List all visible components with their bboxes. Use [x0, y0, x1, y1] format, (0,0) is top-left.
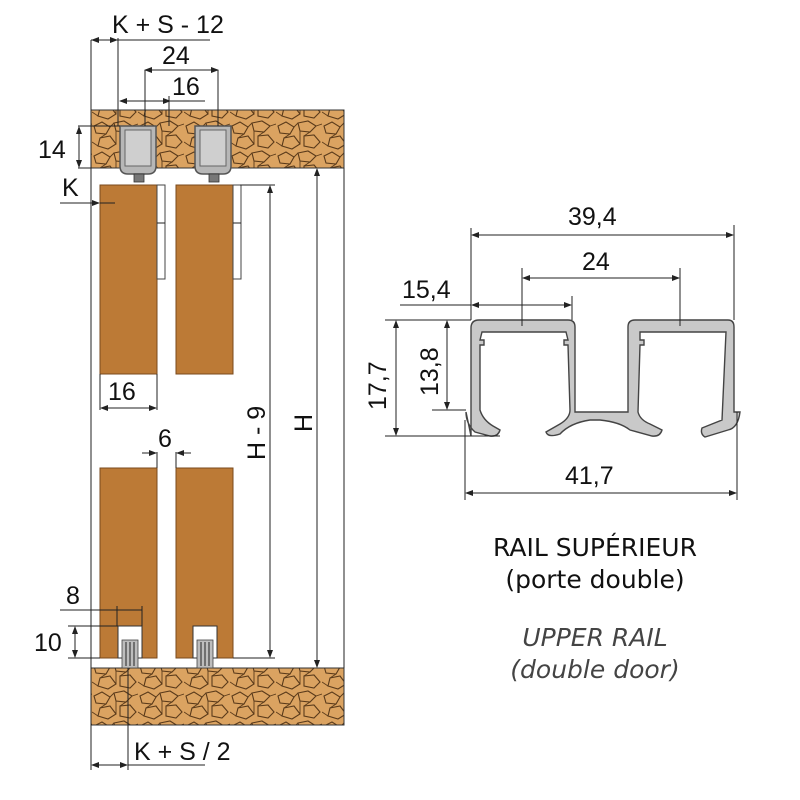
dim-center-spacing: 24	[162, 42, 190, 70]
dim-profile-spacing: 24	[582, 248, 610, 276]
dim-rail-channel: 16	[172, 73, 200, 101]
floor-masonry	[90, 667, 345, 726]
dim-profile-height: 17,7	[364, 361, 392, 410]
rail-profile-shape	[465, 319, 741, 438]
door-right-upper	[175, 184, 234, 375]
dim-door-thickness: 16	[108, 378, 136, 406]
dim-profile-first-channel: 15,4	[402, 276, 451, 304]
caption-fr-subtitle: (porte double)	[505, 565, 685, 594]
dim-ceiling-depth: 14	[38, 136, 66, 164]
dim-bottom-clearance: K + S / 2	[134, 738, 231, 766]
dim-profile-bottom: 41,7	[565, 462, 614, 490]
caption-en-title: UPPER RAIL	[522, 623, 668, 652]
floor-guide-right	[192, 625, 218, 669]
rail-left	[119, 125, 157, 183]
dim-profile-top: 39,4	[568, 203, 617, 231]
hanger-bracket-right	[232, 184, 242, 280]
side-view: K + S - 12 24 16 14 K 16 6 H - 9 H 8 10 …	[34, 11, 345, 770]
rail-right	[194, 125, 232, 183]
caption-en-subtitle: (double door)	[510, 655, 680, 684]
dim-guide-height: 10	[34, 629, 62, 657]
rail-profile: 39,4 24 15,4 17,7 13,8 41,7	[364, 203, 741, 500]
dim-offset-k: K	[62, 174, 79, 202]
dim-total-height: H	[290, 414, 318, 432]
caption-fr: RAIL SUPÉRIEUR (porte double)	[440, 532, 750, 596]
hanger-bracket-left	[156, 184, 166, 280]
dim-door-gap: 6	[158, 425, 172, 453]
caption-en: UPPER RAIL (double door)	[440, 622, 750, 686]
dim-door-height: H - 9	[243, 406, 271, 460]
dim-top-clearance: K + S - 12	[112, 11, 224, 39]
dim-profile-inner-height: 13,8	[416, 347, 444, 396]
dim-guide-width: 8	[66, 582, 80, 610]
caption-fr-title: RAIL SUPÉRIEUR	[493, 533, 697, 562]
floor-guide-left	[117, 625, 143, 669]
door-left-upper	[99, 184, 158, 375]
